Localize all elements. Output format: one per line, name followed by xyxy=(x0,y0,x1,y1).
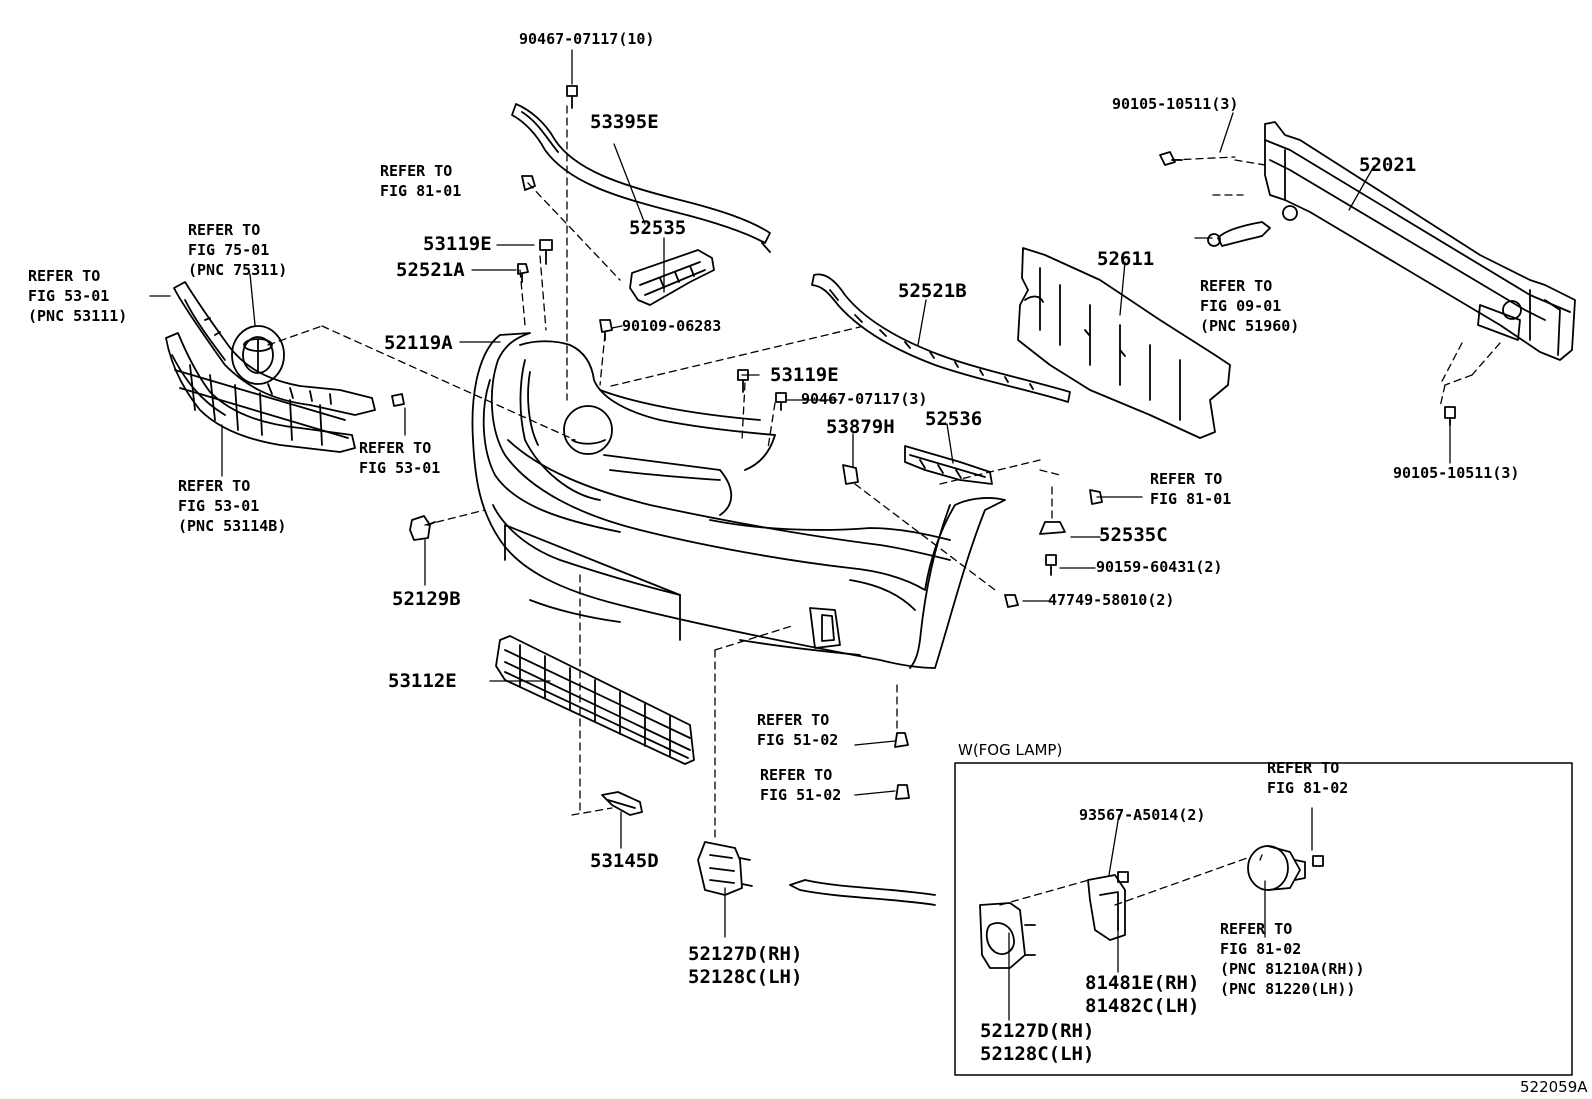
part-number-52536: 52536 xyxy=(925,408,983,430)
part-number-47749-58010: 47749-58010(2) xyxy=(1048,591,1175,609)
refer-to-fig-53-01: REFER TO FIG 53-01 xyxy=(359,438,440,478)
emblem xyxy=(231,325,285,385)
part-number-81482C-LH: 81482C(LH) xyxy=(1085,995,1200,1017)
refer-line: REFER TO xyxy=(28,267,101,285)
part-number-90105-10511-bottom: 90105-10511(3) xyxy=(1393,464,1520,482)
bumper-bracket-left xyxy=(629,249,715,306)
refer-line: (PNC 53114B) xyxy=(178,517,287,535)
refer-to-fig-75-01: REFER TO FIG 75-01 (PNC 75311) xyxy=(188,220,287,280)
upper-grille-mesh xyxy=(165,332,356,453)
part-number-52521A: 52521A xyxy=(396,259,465,281)
refer-line: FIG 51-02 xyxy=(760,786,842,804)
refer-to-fig-53-01-pnc-53114B: REFER TO FIG 53-01 (PNC 53114B) xyxy=(178,476,286,536)
part-number-52129B: 52129B xyxy=(392,588,461,610)
part-number-90467-07117-3: 90467-07117(3) xyxy=(801,390,928,408)
refer-line: REFER TO xyxy=(1200,277,1273,295)
part-number-90159-60431: 90159-60431(2) xyxy=(1096,558,1223,576)
part-number-93567-A5014: 93567-A5014(2) xyxy=(1079,806,1206,824)
refer-to-fig-09-01: REFER TO FIG 09-01 (PNC 51960) xyxy=(1200,276,1299,336)
refer-line: REFER TO xyxy=(380,162,453,180)
refer-line: REFER TO xyxy=(757,711,830,729)
refer-line: FIG 81-01 xyxy=(1150,490,1232,508)
lower-grille xyxy=(495,635,695,765)
refer-line: FIG 81-02 xyxy=(1267,779,1349,797)
refer-to-fig-51-02-lower: REFER TO FIG 51-02 xyxy=(760,765,841,805)
refer-line: REFER TO xyxy=(760,766,833,784)
part-number-53145D: 53145D xyxy=(590,850,659,872)
refer-line: FIG 53-01 xyxy=(178,497,260,515)
part-number-90109-06283: 90109-06283 xyxy=(622,317,722,335)
part-number-52127D-RH: 52127D(RH) xyxy=(688,943,803,965)
refer-line: (PNC 81210A(RH)) xyxy=(1220,960,1365,978)
bumper-reinforcement xyxy=(1264,121,1576,361)
upper-retainer-strip xyxy=(511,103,771,253)
refer-line: (PNC 53111) xyxy=(28,307,128,325)
part-number-52535C: 52535C xyxy=(1099,524,1168,546)
refer-line: REFER TO xyxy=(1150,470,1223,488)
part-number-90105-10511-top: 90105-10511(3) xyxy=(1112,95,1239,113)
refer-line: REFER TO xyxy=(1267,759,1340,777)
refer-line: REFER TO xyxy=(1220,920,1293,938)
leader-lines xyxy=(149,49,1451,1021)
energy-absorber xyxy=(1017,247,1231,439)
fog-lamp-cover-main xyxy=(697,841,753,896)
refer-to-fig-81-02-fog-lamp: REFER TO FIG 81-02 (PNC 81210A(RH)) (PNC… xyxy=(1220,919,1365,999)
refer-line: FIG 75-01 xyxy=(188,241,270,259)
refer-to-fig-81-01-top: REFER TO FIG 81-01 xyxy=(380,161,461,201)
tow-hook-eye xyxy=(1207,221,1271,247)
part-number-81481E-RH: 81481E(RH) xyxy=(1085,972,1200,994)
fasteners xyxy=(391,85,1456,883)
part-number-90467-07117-10: 90467-07117(10) xyxy=(519,30,655,48)
refer-line: FIG 53-01 xyxy=(359,459,441,477)
refer-line: REFER TO xyxy=(178,477,251,495)
refer-line: FIG 09-01 xyxy=(1200,297,1282,315)
side-retainer-right xyxy=(811,273,1071,403)
flow-arrow xyxy=(789,879,936,906)
refer-to-fig-81-01-right: REFER TO FIG 81-01 xyxy=(1150,469,1231,509)
fog-lamp-parts xyxy=(979,845,1306,969)
refer-line: (PNC 75311) xyxy=(188,261,288,279)
part-number-52021: 52021 xyxy=(1359,154,1417,176)
refer-line: (PNC 51960) xyxy=(1200,317,1300,335)
part-number-52127D-RH-fog: 52127D(RH) xyxy=(980,1020,1095,1042)
refer-line: FIG 81-01 xyxy=(380,182,462,200)
part-number-53879H: 53879H xyxy=(826,416,895,438)
refer-line: REFER TO xyxy=(359,439,432,457)
refer-to-fig-51-02-upper: REFER TO FIG 51-02 xyxy=(757,710,838,750)
part-number-53395E: 53395E xyxy=(590,111,659,133)
part-number-53119E-upper: 53119E xyxy=(423,233,492,255)
bumper-bracket-right xyxy=(904,445,993,485)
lower-grille-clip xyxy=(601,791,643,816)
part-number-52611: 52611 xyxy=(1097,248,1155,270)
part-number-52535: 52535 xyxy=(629,217,687,239)
bumper-hole-plug xyxy=(409,515,436,541)
part-number-53112E: 53112E xyxy=(388,670,457,692)
refer-line: REFER TO xyxy=(188,221,261,239)
refer-to-fig-53-01-pnc-53111: REFER TO FIG 53-01 (PNC 53111) xyxy=(28,266,127,326)
refer-line: FIG 51-02 xyxy=(757,731,839,749)
fog-lamp-box-title: W(FOG LAMP) xyxy=(958,741,1063,759)
refer-line: FIG 81-02 xyxy=(1220,940,1302,958)
front-bumper-cover xyxy=(471,332,1006,669)
part-number-52119A: 52119A xyxy=(384,332,453,354)
part-number-52521B: 52521B xyxy=(898,280,967,302)
drawing-code: 522059A xyxy=(1520,1078,1588,1096)
part-number-53119E-lower: 53119E xyxy=(770,364,839,386)
part-number-52128C-LH-fog: 52128C(LH) xyxy=(980,1043,1095,1065)
part-number-52128C-LH: 52128C(LH) xyxy=(688,966,803,988)
upper-radiator-grille xyxy=(173,281,376,416)
refer-to-fig-81-02-top: REFER TO FIG 81-02 xyxy=(1267,758,1348,798)
refer-line: (PNC 81220(LH)) xyxy=(1220,980,1356,998)
refer-line: FIG 53-01 xyxy=(28,287,110,305)
fog-lamp-box xyxy=(954,762,1573,1076)
